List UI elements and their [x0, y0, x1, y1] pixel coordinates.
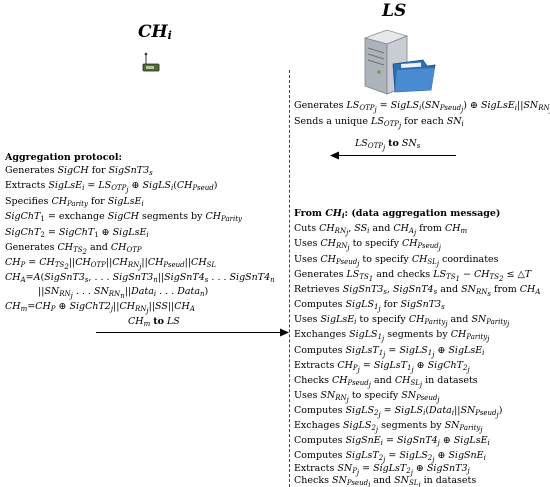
server-folder-icon	[363, 29, 436, 95]
agg-line: SigChT2 = SigChT1 ⊕ SigLsEi	[5, 227, 149, 239]
cluster-head-label: CHi	[138, 22, 172, 42]
ls-line: Retrieves SigSnT3s, SigSnT4s and SNRNs f…	[294, 284, 541, 298]
agg-line: Specifies CHParity for SigLsEi	[5, 196, 144, 208]
agg-line: SigChT1 = exchange SigCH segments by CHP…	[5, 211, 242, 223]
agg-line: Generates CHTS2 and CHOTP	[5, 242, 142, 256]
arrow1-head-icon	[330, 151, 339, 160]
agg-line: Extracts SigLsEi = LSOTPj ⊕ SigLSi(CHPse…	[5, 180, 218, 194]
ls-line: Uses SigLsEi to specify CHParityj and SN…	[294, 314, 510, 328]
ls-line: Computes SigLS1j for SigSnT3s	[294, 299, 445, 313]
ls-line: Computes SigLS2j = SigLSi(Datai||SNPseud…	[294, 405, 503, 419]
aggregation-title: Aggregation protocol:	[5, 152, 122, 163]
ls-line: Generates LSTS1 and checks LSTS1 − CHTS2…	[294, 269, 532, 283]
ls-line: Extracts CHPj = SigLsT1j ⊕ SigChT2j	[294, 360, 470, 374]
ls-line: Checks CHPseudj and CHSLj in datasets	[294, 375, 478, 389]
ls-line: Cuts CHRNj, SSi and CHAj from CHm	[294, 223, 468, 237]
agg-line: CHA=A(SigSnT3s, . . . SigSnT3n||SigSnT4s…	[5, 272, 275, 284]
agg-line: CHm=CHP ⊕ SigChT2j||CHRNj||SS||CHA	[5, 301, 195, 315]
arrow2-label: CHm to LS	[128, 316, 180, 328]
ls-line: Extracts SNPj = SigLsT2j ⊕ SigSnT3j	[294, 463, 470, 477]
arrow2-line	[96, 332, 286, 333]
arrow1-line	[334, 155, 456, 156]
ls-line: Computes SigSnEi = SigSnT4j ⊕ SigLsEi	[294, 435, 490, 447]
location-server-label: LS	[382, 1, 407, 21]
ls-line: Computes SigLsT1j = SigLS1j ⊕ SigLsEi	[294, 345, 485, 359]
ls-line: Computes SigLsT2j = SigLS2j ⊕ SigSnEi	[294, 450, 486, 464]
ls-line: Uses CHRNj to specify CHPseudj	[294, 238, 441, 252]
agg-line: ||SNRNj . . . SNRNn||Datai . . . Datan)	[38, 286, 209, 300]
arrow1-label: LSOTPj to SNs	[355, 138, 421, 152]
ls-line: Exchages SigLS2j segments by SNParityj	[294, 420, 483, 434]
agg-line: CHP = CHTS2||CHOTP||CHRNj||CHPseud||CHSL	[5, 257, 217, 271]
ls-line: Uses SNRNj to specify SNPseudj	[294, 390, 440, 404]
sensor-node-icon	[142, 52, 160, 72]
ls-line: Exchanges SigLS1j segments by CHParityj	[294, 329, 490, 343]
arrow2-head-icon	[280, 328, 289, 337]
ls-generate-otp: Generates LSOTPj = SigLSi(SNPseudj) ⊕ Si…	[294, 100, 550, 114]
ls-send-otp: Sends a unique LSOTPj for each SNi	[294, 116, 464, 130]
ls-receive-title: From CHi: (data aggregation message)	[294, 208, 501, 220]
lifeline-divider	[289, 70, 290, 487]
agg-line: Generates SigCH for SigSnT3s	[5, 165, 153, 177]
ls-line: Uses CHPseudj to specify CHSLj coordinat…	[294, 254, 499, 268]
ls-line: Checks SNPseudj and SNSLj in datasets	[294, 475, 477, 487]
